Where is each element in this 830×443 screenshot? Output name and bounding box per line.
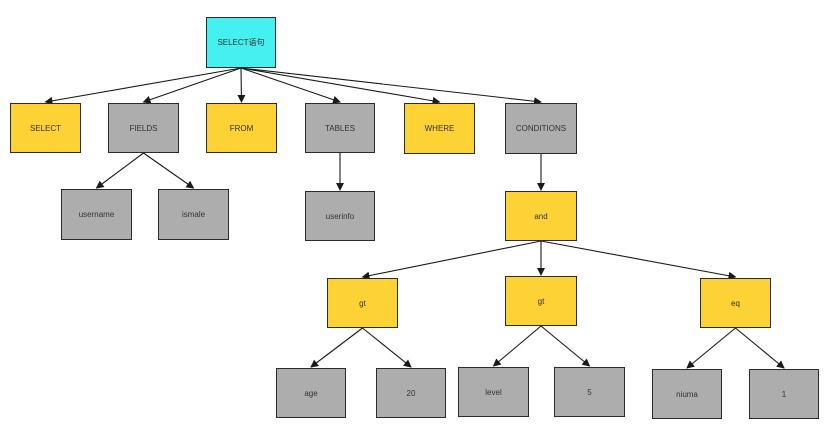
node-gt-age-label: gt (359, 298, 366, 308)
node-niuma: niuma (652, 369, 722, 419)
node-value-5: 5 (554, 367, 625, 417)
node-fields: FIELDS (108, 103, 179, 153)
node-value-20: 20 (376, 368, 446, 418)
node-select-label: SELECT (29, 123, 62, 133)
node-age: age (276, 368, 346, 418)
edge-fields-to-ismale (143, 152, 195, 189)
node-from-label: FROM (229, 123, 254, 133)
node-value-20-label: 20 (406, 388, 416, 398)
node-root: SELECT语句 (206, 17, 276, 68)
edge-eq-to-v1 (735, 327, 785, 369)
node-where: WHERE (404, 103, 475, 154)
node-eq-label: eq (731, 298, 740, 308)
edge-gt2-to-v5 (540, 325, 591, 367)
edge-gt2-to-level (492, 325, 542, 367)
node-ismale-label: ismale (181, 210, 206, 219)
node-conditions-label: CONDITIONS (515, 124, 567, 133)
edge-gt1-to-v20 (362, 327, 412, 368)
edge-and-to-eq (540, 240, 737, 280)
edge-gt1-to-age (310, 327, 363, 368)
node-and: and (505, 191, 577, 241)
edge-fields-to-username (95, 152, 144, 189)
node-eq: eq (700, 278, 771, 328)
node-from: FROM (206, 103, 277, 153)
node-and-label: and (534, 211, 548, 221)
node-gt-age: gt (327, 278, 398, 328)
edge-root-to-conditions (240, 67, 542, 106)
edge-root-to-select (44, 67, 242, 105)
node-ismale: ismale (158, 189, 229, 240)
node-level: level (458, 367, 529, 417)
node-age-label: age (304, 388, 318, 398)
node-select: SELECT (10, 103, 81, 153)
node-root-label: SELECT语句 (217, 38, 265, 47)
node-fields-label: FIELDS (129, 123, 158, 133)
edge-root-to-tables (240, 67, 341, 104)
edge-eq-to-niuma (686, 327, 736, 369)
node-username-label: username (78, 210, 115, 219)
node-userinfo: userinfo (305, 191, 375, 241)
node-userinfo-label: userinfo (325, 211, 355, 221)
edge-and-to-gt1 (361, 240, 542, 280)
edge-root-to-from (237, 67, 246, 103)
node-gt-level: gt (505, 276, 577, 326)
node-where-label: WHERE (424, 124, 455, 133)
node-value-1: 1 (749, 369, 819, 419)
node-niuma-label: niuma (676, 389, 698, 399)
node-value-1-label: 1 (781, 389, 787, 399)
node-username: username (61, 189, 132, 240)
node-tables-label: TABLES (324, 123, 356, 133)
node-gt-level-label: gt (537, 296, 545, 306)
node-level-label: level (485, 387, 502, 397)
edge-root-to-where (240, 67, 441, 105)
node-tables: TABLES (305, 103, 375, 153)
node-value-5-label: 5 (587, 387, 592, 397)
node-conditions: CONDITIONS (505, 103, 577, 154)
edge-root-to-fields (142, 67, 242, 104)
